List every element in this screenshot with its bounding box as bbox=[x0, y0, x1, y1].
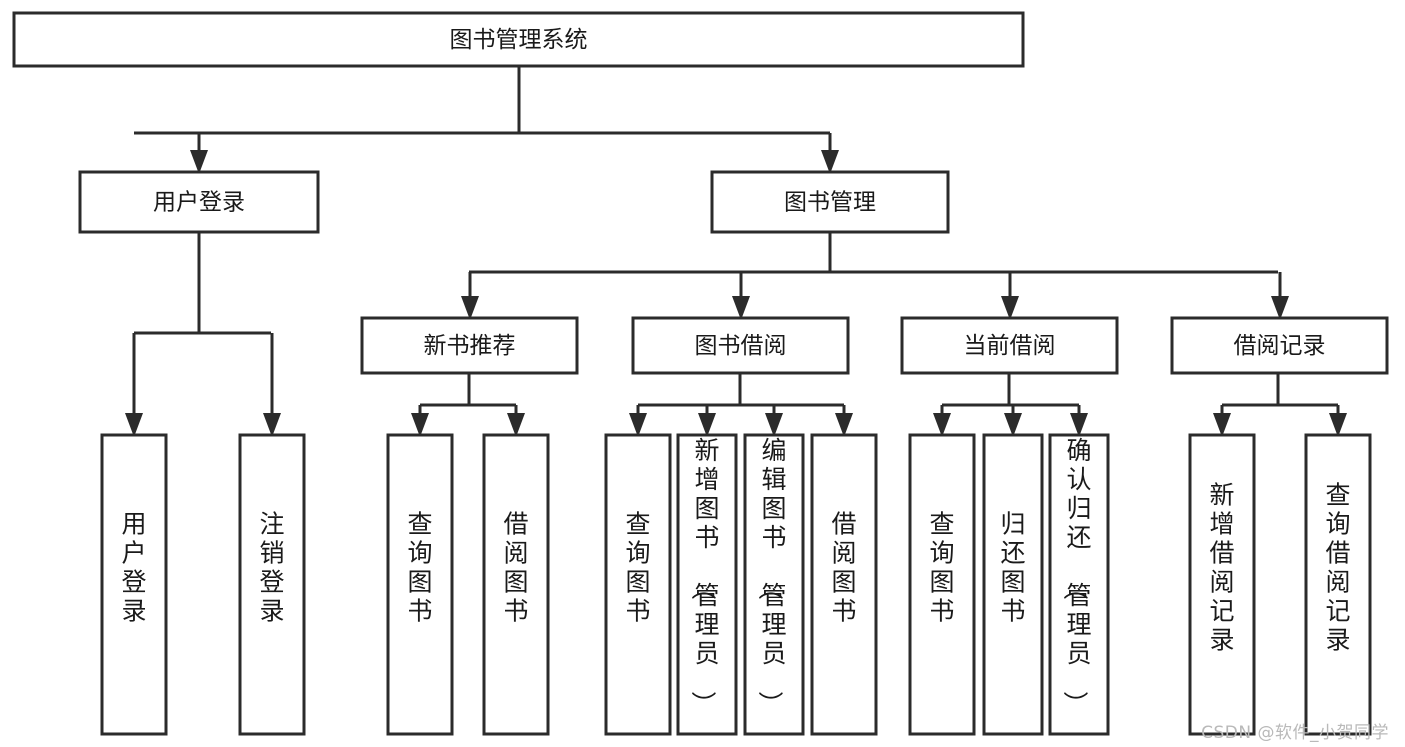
connector-bus-current-borrow bbox=[942, 373, 1079, 407]
node-box-current-borrow[interactable] bbox=[900, 316, 1119, 375]
node-label-leaf-query-borrow-record: 查询借阅记录 bbox=[1325, 481, 1350, 655]
node-leaf-borrow-book[interactable]: 借阅图书 bbox=[810, 433, 878, 736]
node-label-leaf-query-book-borrow: 查询图书 bbox=[625, 510, 650, 626]
node-box-book-manage[interactable] bbox=[710, 170, 950, 234]
node-box-leaf-query-book-borrow[interactable] bbox=[604, 433, 672, 736]
node-label-leaf-user-logout: 注销登录 bbox=[259, 510, 284, 626]
node-user-login[interactable]: 用户登录 bbox=[78, 170, 320, 234]
edge-book-borrow-to-leaf-borrow-book bbox=[835, 405, 853, 437]
node-label-leaf-query-book-rec: 查询图书 bbox=[407, 510, 432, 626]
node-label-leaf-borrow-book-rec: 借阅图书 bbox=[503, 510, 528, 626]
node-leaf-add-borrow-record[interactable]: 新增借阅记录 bbox=[1188, 433, 1256, 736]
node-leaf-confirm-return[interactable]: 确认归还（管理员） bbox=[1048, 433, 1110, 736]
node-label-leaf-edit-book: 编辑图书（管理员） bbox=[755, 436, 786, 716]
connector-bus-new-book bbox=[420, 373, 516, 407]
node-label-new-book-recommend: 新书推荐 bbox=[424, 333, 516, 359]
edge-root-to-user-login bbox=[190, 133, 208, 174]
node-label-leaf-query-book-cur: 查询图书 bbox=[929, 510, 954, 626]
node-label-borrow-record: 借阅记录 bbox=[1234, 333, 1326, 359]
node-leaf-borrow-book-rec[interactable]: 借阅图书 bbox=[482, 433, 550, 736]
node-box-leaf-confirm-return[interactable] bbox=[1048, 433, 1110, 736]
node-box-leaf-query-book-cur[interactable] bbox=[908, 433, 976, 736]
node-box-leaf-add-borrow-record[interactable] bbox=[1188, 433, 1256, 736]
node-leaf-add-book[interactable]: 新增图书（管理员） bbox=[676, 433, 738, 736]
connector-bus-user-login bbox=[134, 232, 271, 335]
edge-root-to-book-manage bbox=[821, 133, 839, 174]
connector-bus-borrow-record bbox=[1222, 373, 1338, 407]
edge-new-book-recommend-to-leaf-query-book-rec bbox=[411, 405, 429, 437]
node-book-borrow[interactable]: 图书借阅 bbox=[631, 316, 850, 375]
edge-borrow-record-to-leaf-query-borrow-record bbox=[1329, 405, 1347, 437]
edge-book-borrow-to-leaf-query-book-borrow bbox=[629, 405, 647, 437]
node-label-current-borrow: 当前借阅 bbox=[964, 333, 1056, 359]
edge-book-manage-to-book-borrow bbox=[732, 272, 750, 320]
node-box-leaf-borrow-book-rec[interactable] bbox=[482, 433, 550, 736]
node-book-manage[interactable]: 图书管理 bbox=[710, 170, 950, 234]
node-box-new-book-recommend[interactable] bbox=[360, 316, 579, 375]
node-root[interactable]: 图书管理系统 bbox=[12, 11, 1025, 68]
node-leaf-query-borrow-record[interactable]: 查询借阅记录 bbox=[1304, 433, 1372, 736]
node-new-book-recommend[interactable]: 新书推荐 bbox=[360, 316, 579, 375]
node-leaf-user-login[interactable]: 用户登录 bbox=[100, 433, 168, 736]
node-box-leaf-user-login[interactable] bbox=[100, 433, 168, 736]
edge-borrow-record-to-leaf-add-borrow-record bbox=[1213, 405, 1231, 437]
node-leaf-query-book-cur[interactable]: 查询图书 bbox=[908, 433, 976, 736]
edge-book-borrow-to-leaf-edit-book bbox=[765, 405, 783, 437]
nodes-layer: 图书管理系统用户登录图书管理新书推荐图书借阅当前借阅借阅记录用户登录注销登录查询… bbox=[12, 11, 1389, 736]
node-label-leaf-confirm-return: 确认归还（管理员） bbox=[1060, 436, 1091, 716]
node-label-user-login: 用户登录 bbox=[153, 190, 245, 216]
node-leaf-return-book[interactable]: 归还图书 bbox=[982, 433, 1044, 736]
connectors-layer bbox=[125, 66, 1347, 437]
node-current-borrow[interactable]: 当前借阅 bbox=[900, 316, 1119, 375]
edge-book-manage-to-borrow-record bbox=[1271, 272, 1289, 320]
connector-bus-book-manage bbox=[469, 232, 1278, 274]
node-box-leaf-query-book-rec[interactable] bbox=[386, 433, 454, 736]
edge-book-manage-to-new-book-recommend bbox=[461, 272, 479, 320]
node-box-user-login[interactable] bbox=[78, 170, 320, 234]
node-box-leaf-borrow-book[interactable] bbox=[810, 433, 878, 736]
node-label-leaf-borrow-book: 借阅图书 bbox=[831, 510, 856, 626]
node-borrow-record[interactable]: 借阅记录 bbox=[1170, 316, 1389, 375]
edge-book-manage-to-current-borrow bbox=[1001, 272, 1019, 320]
node-leaf-edit-book[interactable]: 编辑图书（管理员） bbox=[743, 433, 805, 736]
node-label-book-manage: 图书管理 bbox=[784, 190, 876, 216]
node-box-leaf-query-borrow-record[interactable] bbox=[1304, 433, 1372, 736]
node-leaf-query-book-borrow[interactable]: 查询图书 bbox=[604, 433, 672, 736]
edge-user-login-to-leaf-user-logout bbox=[263, 333, 281, 437]
node-label-leaf-return-book: 归还图书 bbox=[1000, 510, 1025, 626]
node-box-borrow-record[interactable] bbox=[1170, 316, 1389, 375]
node-label-leaf-user-login: 用户登录 bbox=[121, 510, 146, 626]
edge-book-borrow-to-leaf-add-book bbox=[698, 405, 716, 437]
edge-current-borrow-to-leaf-confirm-return bbox=[1070, 405, 1088, 437]
edge-current-borrow-to-leaf-return-book bbox=[1004, 405, 1022, 437]
node-label-leaf-add-book: 新增图书（管理员） bbox=[688, 436, 719, 716]
edge-user-login-to-leaf-user-login bbox=[125, 333, 143, 437]
node-label-book-borrow: 图书借阅 bbox=[695, 333, 787, 359]
node-box-leaf-edit-book[interactable] bbox=[743, 433, 805, 736]
node-label-leaf-add-borrow-record: 新增借阅记录 bbox=[1209, 481, 1234, 655]
node-leaf-user-logout[interactable]: 注销登录 bbox=[238, 433, 306, 736]
node-box-leaf-add-book[interactable] bbox=[676, 433, 738, 736]
connector-bus-root bbox=[134, 66, 830, 135]
edge-new-book-recommend-to-leaf-borrow-book-rec bbox=[507, 405, 525, 437]
node-box-leaf-return-book[interactable] bbox=[982, 433, 1044, 736]
node-leaf-query-book-rec[interactable]: 查询图书 bbox=[386, 433, 454, 736]
node-box-root[interactable] bbox=[12, 11, 1025, 68]
edge-current-borrow-to-leaf-query-book-cur bbox=[933, 405, 951, 437]
node-label-root: 图书管理系统 bbox=[450, 27, 588, 53]
node-box-leaf-user-logout[interactable] bbox=[238, 433, 306, 736]
node-box-book-borrow[interactable] bbox=[631, 316, 850, 375]
connector-bus-book-borrow bbox=[638, 373, 844, 407]
